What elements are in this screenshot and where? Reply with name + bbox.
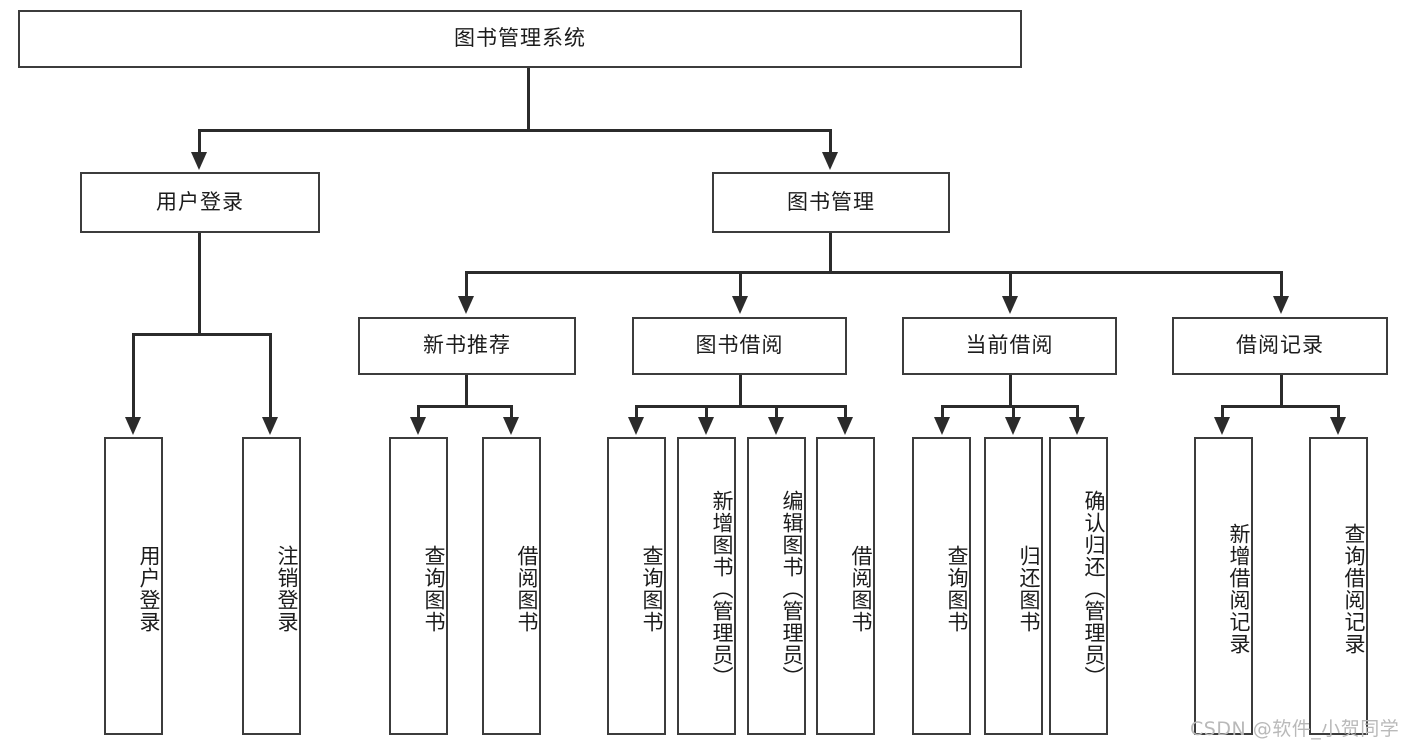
node-label: 当前借阅 (965, 333, 1054, 358)
leaf-current-borrow-1[interactable]: 归还图书 (984, 437, 1043, 735)
leaf-new-book-1[interactable]: 借阅图书 (482, 437, 541, 735)
node-user-login-label: 用户登录 (156, 189, 244, 214)
csdn-watermark: CSDN @软件_小贺同学 (1190, 718, 1400, 740)
edge-root-to-book-mgmt (829, 129, 832, 155)
arrow-root-to-user-login (191, 152, 207, 170)
arrow-book-mgmt-to-new-book (458, 296, 474, 314)
arrow-current-borrow-leaf-3 (1069, 417, 1085, 435)
leaf-label: 确认归还（管理员） (1082, 490, 1106, 688)
arrow-book-borrow-leaf-4 (837, 417, 853, 435)
leaf-label: 新增图书（管理员） (710, 490, 734, 688)
leaf-label: 查询图书 (422, 545, 446, 633)
node-label: 新书推荐 (423, 333, 511, 358)
leaf-book-borrow-3[interactable]: 借阅图书 (816, 437, 875, 735)
arrow-current-borrow-leaf-2 (1005, 417, 1021, 435)
edge-new-book-leg-1 (417, 405, 420, 419)
edge-current-borrow-leg-1 (941, 405, 944, 419)
edge-book-mgmt-leg-2 (739, 271, 742, 299)
arrow-book-borrow-leaf-1 (628, 417, 644, 435)
arrow-book-mgmt-to-book-borrow (732, 296, 748, 314)
leaf-user-login-0[interactable]: 用户登录 (104, 437, 163, 735)
leaf-user-login-1[interactable]: 注销登录 (242, 437, 301, 735)
edge-book-borrow-bar (635, 405, 847, 408)
leaf-label: 借阅图书 (849, 545, 873, 633)
node-book-management-label: 图书管理 (787, 189, 875, 214)
edge-borrow-record-trunk (1280, 375, 1283, 408)
leaf-label: 新增借阅记录 (1227, 523, 1251, 655)
node-book-borrow[interactable]: 图书借阅 (632, 317, 847, 375)
leaf-label: 归还图书 (1017, 545, 1041, 633)
node-root-label: 图书管理系统 (454, 26, 586, 51)
node-label: 借阅记录 (1236, 333, 1324, 358)
leaf-current-borrow-2[interactable]: 确认归还（管理员） (1049, 437, 1108, 735)
edge-current-borrow-trunk (1009, 375, 1012, 408)
edge-book-mgmt-leg-4 (1280, 271, 1283, 299)
node-current-borrow[interactable]: 当前借阅 (902, 317, 1117, 375)
node-user-login[interactable]: 用户登录 (80, 172, 320, 233)
arrow-user-login-leaf-2 (262, 417, 278, 435)
leaf-borrow-record-1[interactable]: 查询借阅记录 (1309, 437, 1368, 735)
arrow-new-book-leaf-2 (503, 417, 519, 435)
edge-user-login-trunk (198, 233, 201, 335)
edge-book-borrow-leg-4 (844, 405, 847, 419)
leaf-label: 查询图书 (640, 545, 664, 633)
leaf-new-book-0[interactable]: 查询图书 (389, 437, 448, 735)
edge-book-borrow-trunk (739, 375, 742, 408)
node-new-book-recommend[interactable]: 新书推荐 (358, 317, 576, 375)
edge-root-bar (198, 129, 831, 132)
leaf-label: 借阅图书 (515, 545, 539, 633)
edge-book-mgmt-leg-1 (465, 271, 468, 299)
edge-root-to-user-login (198, 129, 201, 155)
node-root[interactable]: 图书管理系统 (18, 10, 1022, 68)
node-book-management[interactable]: 图书管理 (712, 172, 950, 233)
edge-current-borrow-bar (941, 405, 1078, 408)
arrow-book-borrow-leaf-3 (768, 417, 784, 435)
edge-new-book-bar (417, 405, 513, 408)
edge-book-borrow-leg-3 (775, 405, 778, 419)
edge-current-borrow-leg-2 (1012, 405, 1015, 419)
edge-borrow-record-leg-2 (1337, 405, 1340, 419)
arrow-borrow-record-leaf-1 (1214, 417, 1230, 435)
leaf-book-borrow-0[interactable]: 查询图书 (607, 437, 666, 735)
leaf-book-borrow-1[interactable]: 新增图书（管理员） (677, 437, 736, 735)
edge-book-borrow-leg-1 (635, 405, 638, 419)
edge-borrow-record-bar (1221, 405, 1340, 408)
arrow-user-login-leaf-1 (125, 417, 141, 435)
leaf-label: 编辑图书（管理员） (780, 490, 804, 688)
arrow-new-book-leaf-1 (410, 417, 426, 435)
edge-user-login-leg-2 (269, 333, 272, 419)
edge-book-mgmt-bar (465, 271, 1283, 274)
leaf-label: 查询借阅记录 (1342, 523, 1366, 655)
edge-book-mgmt-leg-3 (1009, 271, 1012, 299)
leaf-label: 查询图书 (945, 545, 969, 633)
edge-borrow-record-leg-1 (1221, 405, 1224, 419)
leaf-borrow-record-0[interactable]: 新增借阅记录 (1194, 437, 1253, 735)
node-borrow-record[interactable]: 借阅记录 (1172, 317, 1388, 375)
arrow-book-borrow-leaf-2 (698, 417, 714, 435)
arrow-borrow-record-leaf-2 (1330, 417, 1346, 435)
edge-book-mgmt-trunk (829, 233, 832, 273)
arrow-book-mgmt-to-current-borrow (1002, 296, 1018, 314)
edge-book-borrow-leg-2 (705, 405, 708, 419)
arrow-book-mgmt-to-borrow-record (1273, 296, 1289, 314)
leaf-label: 注销登录 (275, 545, 299, 633)
node-label: 图书借阅 (695, 333, 784, 358)
edge-current-borrow-leg-3 (1076, 405, 1079, 419)
edge-root-trunk (527, 68, 530, 131)
leaf-label: 用户登录 (137, 545, 161, 633)
edge-user-login-bar (132, 333, 272, 336)
edge-new-book-leg-2 (510, 405, 513, 419)
edge-new-book-trunk (465, 375, 468, 408)
arrow-current-borrow-leaf-1 (934, 417, 950, 435)
arrow-root-to-book-mgmt (822, 152, 838, 170)
leaf-book-borrow-2[interactable]: 编辑图书（管理员） (747, 437, 806, 735)
leaf-current-borrow-0[interactable]: 查询图书 (912, 437, 971, 735)
edge-user-login-leg-1 (132, 333, 135, 419)
